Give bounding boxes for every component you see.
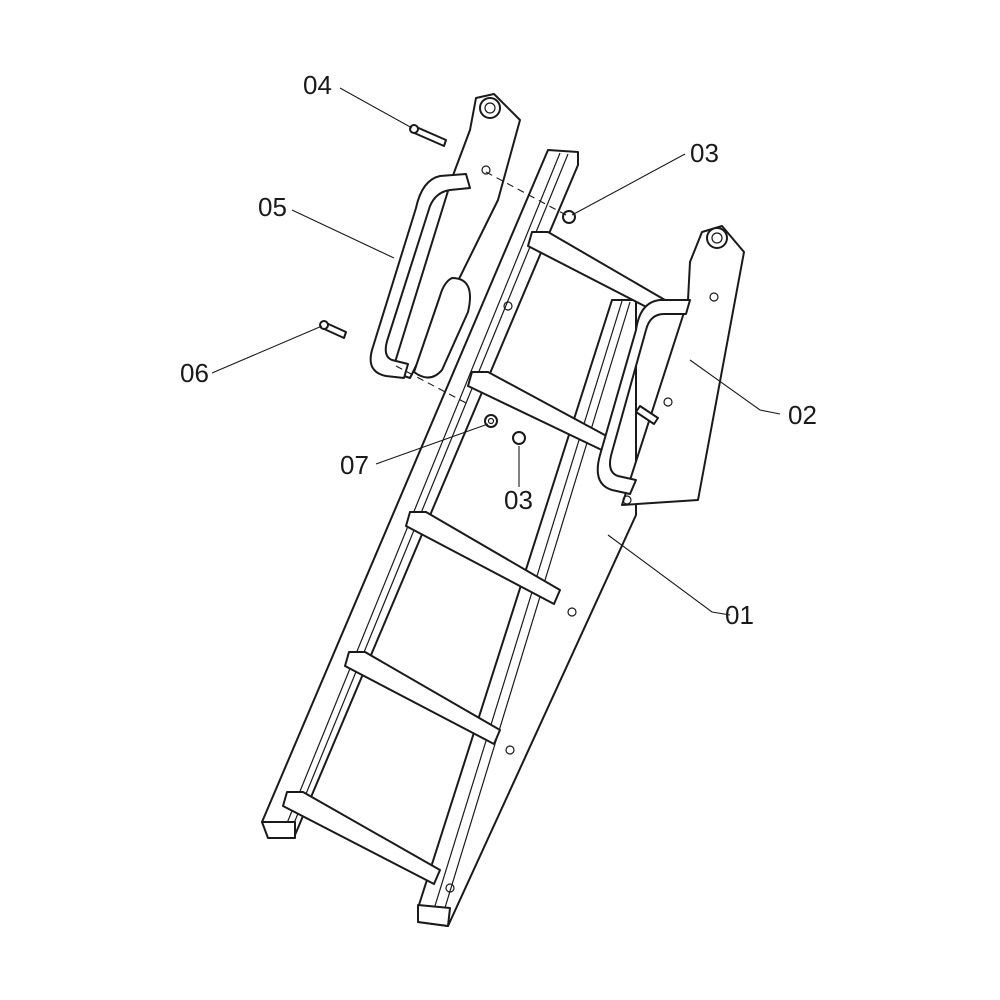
nut-03-lower <box>512 431 526 445</box>
callout-06: 06 <box>180 358 209 388</box>
right-hinge-eye <box>706 227 728 249</box>
leader-05 <box>291 209 395 259</box>
callout-05: 05 <box>258 192 287 222</box>
leader-02 <box>689 359 781 415</box>
callout-03-lower: 03 <box>504 485 533 515</box>
left-bracket-assembly <box>369 93 521 379</box>
right-bracket-plate <box>621 225 745 506</box>
left-bracket-plate <box>391 93 521 379</box>
left-handle <box>369 173 471 379</box>
rung-1 <box>527 231 666 315</box>
right-bracket-assembly <box>596 225 745 506</box>
leader-06 <box>211 325 323 374</box>
leader-07 <box>375 423 489 465</box>
alignment-line-upper <box>485 171 567 216</box>
nut-03-upper <box>562 210 576 224</box>
rung-4 <box>344 651 501 745</box>
alignment-line-lower <box>395 365 469 405</box>
left-hinge-eye <box>479 97 501 119</box>
callout-04: 04 <box>303 70 332 100</box>
ladder-frame <box>261 149 666 927</box>
rung-5 <box>282 791 441 885</box>
leader-03a <box>571 153 686 216</box>
left-grip-plate <box>413 277 471 379</box>
callout-07: 07 <box>340 450 369 480</box>
leader-04 <box>339 87 413 129</box>
callout-03-upper: 03 <box>690 138 719 168</box>
right-handle <box>596 299 691 495</box>
callout-01: 01 <box>725 600 754 630</box>
callout-02: 02 <box>788 400 817 430</box>
rung-3 <box>405 511 561 605</box>
leader-01 <box>607 534 731 616</box>
right-foot-cap <box>417 904 451 927</box>
washer-07 <box>484 414 498 428</box>
left-foot-cap <box>261 821 296 839</box>
right-pin <box>635 405 659 425</box>
